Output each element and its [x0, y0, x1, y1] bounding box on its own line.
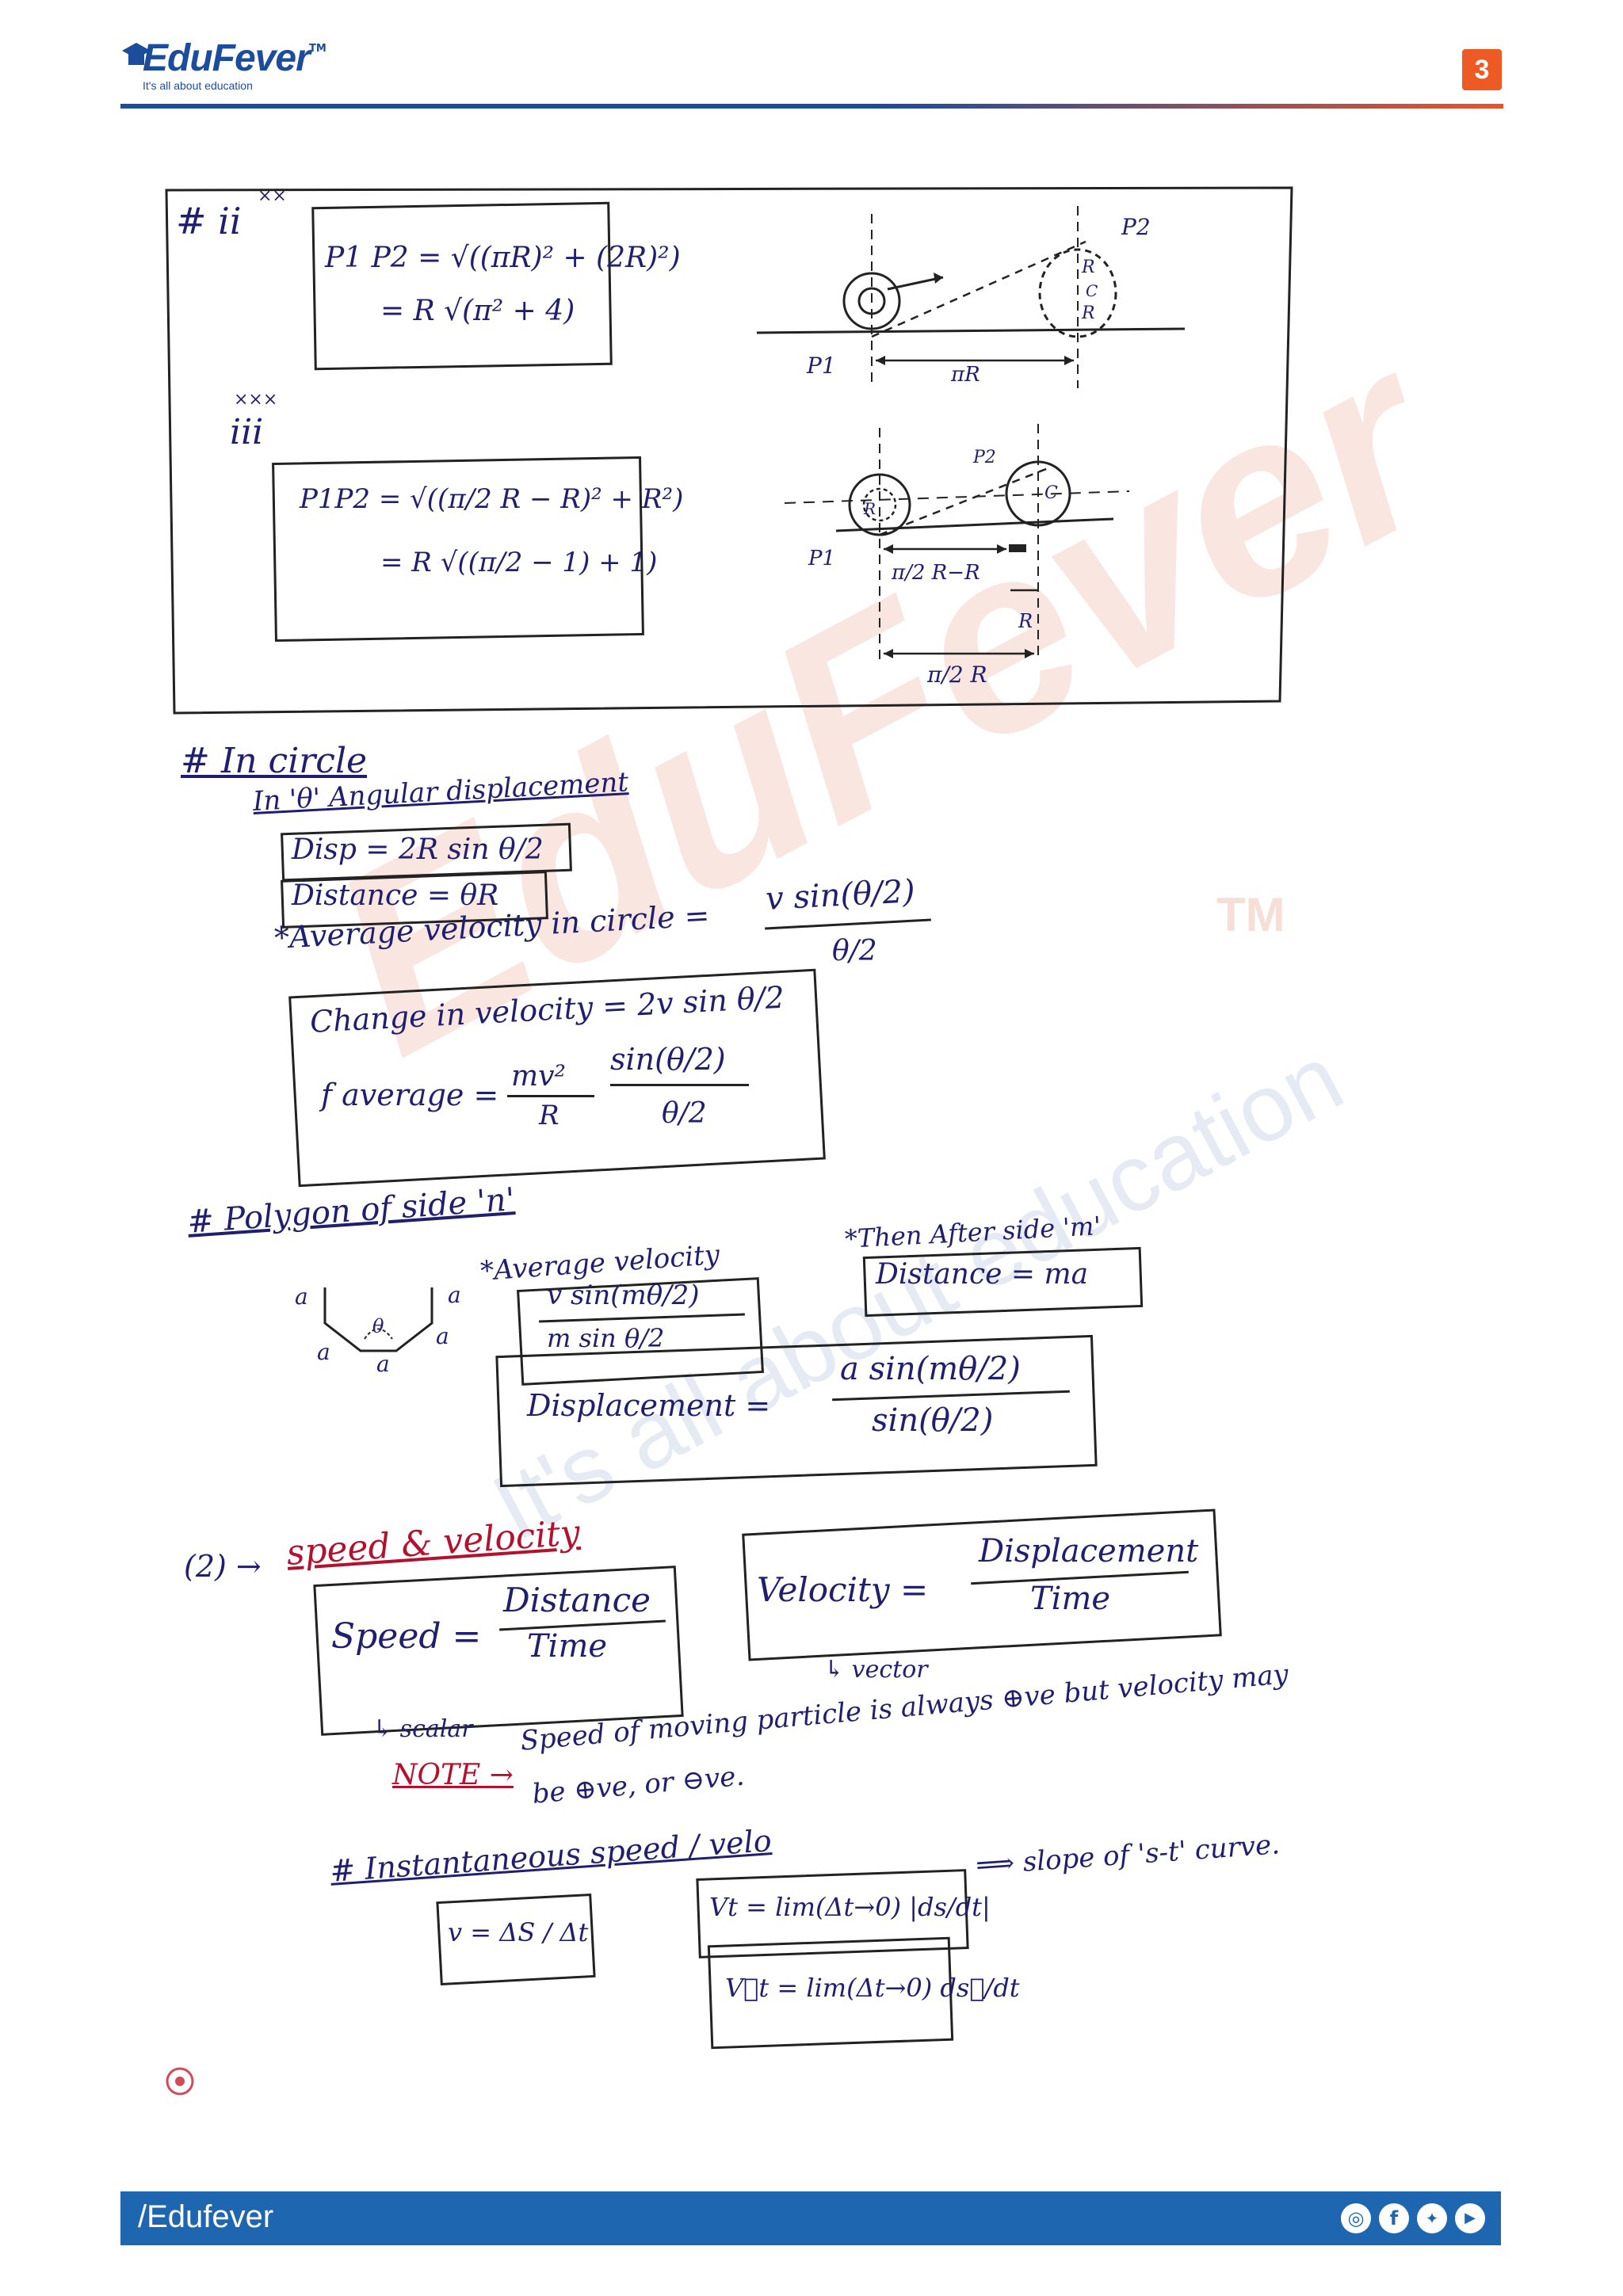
page-number-badge: 3: [1462, 49, 1502, 90]
speed-velocity-heading: speed & velocity: [285, 1512, 582, 1573]
stamp-mark-icon: [166, 2067, 194, 2096]
instagram-icon[interactable]: ◎: [1341, 2203, 1371, 2233]
diagram-iii-label-seg1: π/2 R−R: [892, 561, 980, 585]
in-circle-avg-velocity-den: θ/2: [832, 935, 877, 967]
note-label: NOTE →: [392, 1759, 514, 1791]
in-circle-f-average-label: f average =: [321, 1077, 499, 1112]
in-circle-f-bar1: [507, 1095, 594, 1097]
diagram-ii-label-pir: πR: [951, 363, 980, 387]
diagram-ii-label-c: C: [1086, 281, 1098, 300]
polygon-side-label-left: a: [295, 1283, 308, 1310]
polygon-displacement-label: Displacement =: [527, 1388, 771, 1423]
formula-box-ii: [311, 201, 613, 371]
diagram-ii-label-r-bottom: R: [1082, 303, 1095, 323]
diagram-iii-label-c: C: [1044, 483, 1058, 503]
star-marks: ××: [258, 186, 287, 206]
polygon-sketch: [323, 1287, 433, 1352]
facebook-icon[interactable]: f: [1379, 2203, 1409, 2233]
note-text-line2: be ⊕ve, or ⊖ve.: [531, 1760, 746, 1810]
in-circle-distance: Distance = θR: [292, 879, 499, 912]
logo: EduFever TM It's all about education: [119, 33, 327, 97]
in-circle-f-den2: θ/2: [662, 1097, 707, 1130]
twitter-icon[interactable]: ✦: [1417, 2203, 1447, 2233]
in-circle-disp: Disp = 2R sin θ/2: [292, 833, 544, 866]
speed-velocity-marker: (2) →: [184, 1549, 262, 1584]
in-circle-f-den1: R: [539, 1100, 559, 1131]
formula-ii-line2: = R √(π² + 4): [380, 295, 575, 327]
section-iii-marker: iii: [230, 412, 264, 452]
velocity-label: Velocity =: [757, 1570, 929, 1609]
polygon-disp-den: sin(θ/2): [872, 1402, 994, 1439]
polygon-side-label-bottom-right: a: [436, 1323, 449, 1349]
star-marks-iii: ×××: [234, 390, 278, 410]
logo-text: EduFever: [143, 37, 311, 79]
diagram-iii-label-p1: P1: [808, 547, 836, 570]
diagram-ii-label-p1: P1: [807, 353, 836, 379]
velocity-note: ↳ vector: [824, 1656, 928, 1684]
header-divider: [120, 104, 1503, 109]
diagram-iii-label-seg2: R: [1018, 610, 1033, 632]
in-circle-f-num2: sin(θ/2): [610, 1042, 726, 1077]
polygon-disp-num: a sin(mθ/2): [840, 1351, 1021, 1387]
diagram-ii: [756, 206, 1186, 388]
youtube-icon[interactable]: ▶: [1455, 2203, 1485, 2233]
diagram-ii-label-r-top: R: [1082, 257, 1095, 277]
velocity-num: Displacement: [979, 1533, 1199, 1569]
diagram-iii-label-seg3: π/2 R: [927, 662, 987, 688]
in-circle-f-bar2: [610, 1084, 749, 1086]
speed-label: Speed =: [331, 1616, 482, 1657]
speed-den: Time: [527, 1628, 608, 1665]
formula-ii-line1: P1 P2 = √((πR)² + (2R)²): [325, 242, 681, 274]
logo-tagline: It's all about education: [143, 79, 253, 92]
logo-cap-icon: [122, 43, 151, 65]
footer-handle[interactable]: /Edufever: [138, 2199, 274, 2234]
diagram-iii-label-r: R: [864, 499, 876, 518]
formula-iii-line1: P1P2 = √((π/2 R − R)² + R²): [300, 483, 684, 515]
footer-bar: /Edufever ◎ f ✦ ▶: [120, 2191, 1501, 2245]
diagram-iii: [784, 424, 1130, 662]
vt-vec-formula: V⃗t = lim(Δt→0) ds⃗/dt: [725, 1973, 1020, 2003]
polygon-heading: # Polygon of side 'n': [186, 1181, 517, 1241]
polygon-side-label-bottom: a: [376, 1351, 390, 1377]
v-formula: v = ΔS / Δt: [448, 1917, 589, 1947]
speed-note: ↳ scalar: [372, 1715, 473, 1743]
in-circle-heading: # In circle: [181, 741, 368, 781]
vt-formula: Vt = lim(Δt→0) |ds/dt|: [709, 1892, 991, 1922]
diagram-iii-label-p2: P2: [973, 448, 996, 467]
polygon-side-label-right: a: [448, 1282, 461, 1308]
speed-num: Distance: [503, 1581, 651, 1619]
slope-note: ⟹ slope of 's-t' curve.: [975, 1829, 1281, 1882]
watermark-tm: TM: [1216, 888, 1285, 941]
in-circle-f-num1: mv²: [511, 1060, 566, 1093]
formula-iii-line2: = R √((π/2 − 1) + 1): [380, 547, 658, 578]
polygon-side-label-bottom-left: a: [317, 1339, 330, 1365]
top-frame: [165, 186, 1293, 715]
diagram-ii-label-p2: P2: [1121, 214, 1151, 240]
polygon-theta-label: θ: [372, 1315, 384, 1337]
section-ii-marker: # ii: [176, 200, 242, 242]
polygon-distance: Distance = ma: [876, 1258, 1089, 1291]
polygon-avg-num: v sin(mθ/2): [547, 1280, 700, 1311]
in-circle-avg-velocity-num: v sin(θ/2): [765, 873, 916, 917]
logo-tm: TM: [309, 43, 327, 55]
polygon-avg-den: m sin θ/2: [547, 1323, 665, 1353]
velocity-den: Time: [1030, 1581, 1111, 1617]
